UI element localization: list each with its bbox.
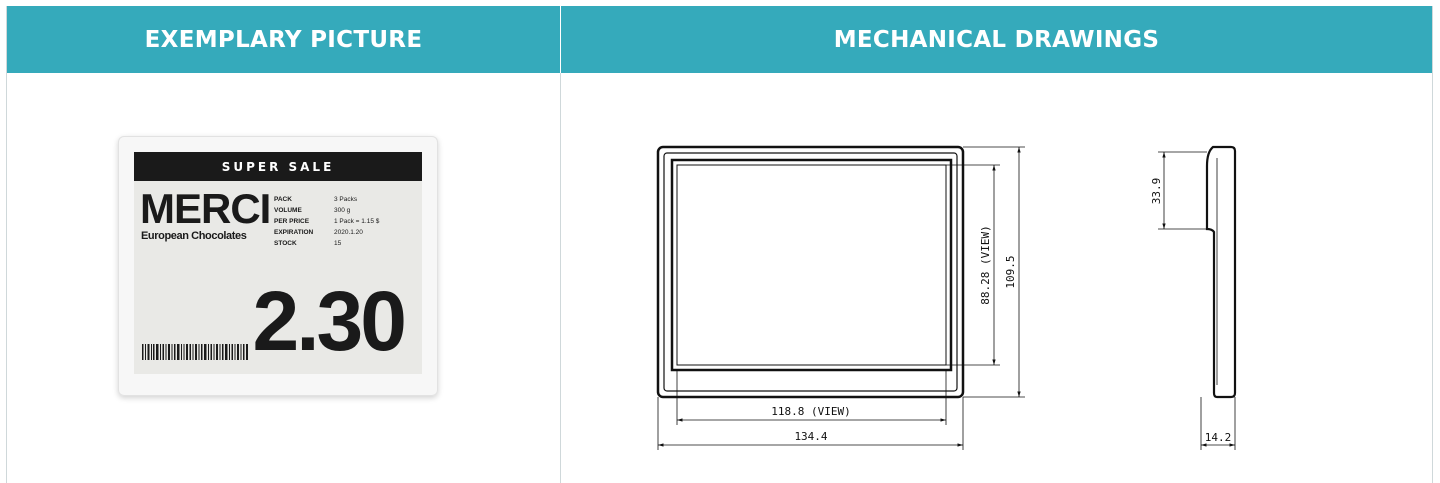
dim-side-top: 33.9	[1150, 178, 1163, 205]
exemplary-picture: SUPER SALE MERCI European Chocolates PAC…	[118, 136, 438, 396]
product-table: EXEMPLARY PICTURE MECHANICAL DRAWINGS	[6, 6, 1433, 483]
brand-name: MERCI	[140, 185, 271, 232]
dim-total-width: 134.4	[794, 430, 827, 443]
mechanical-drawing: 118.8 (VIEW) 134.4 88.28 (VIEW) 109.5 33…	[656, 145, 1237, 450]
spec-row: PER PRICE 1 Pack = 1.15 $	[274, 216, 414, 227]
spec-value: 1 Pack = 1.15 $	[334, 218, 380, 225]
spec-value: 300 g	[334, 207, 351, 214]
sub-brand: European Chocolates	[141, 230, 247, 242]
header-exemplary-picture: EXEMPLARY PICTURE	[7, 6, 561, 73]
spec-table: PACK 3 Packs VOLUME 300 g PER PRICE 1 Pa…	[274, 194, 414, 249]
spec-key: VOLUME	[274, 207, 302, 214]
spec-row: PACK 3 Packs	[274, 194, 414, 205]
column-divider	[560, 73, 561, 483]
header-mechanical-drawings: MECHANICAL DRAWINGS	[833, 26, 1160, 53]
spec-key: PER PRICE	[274, 218, 310, 225]
spec-value: 2020.1.20	[334, 229, 363, 236]
price: 2.30	[252, 274, 407, 368]
spec-key: STOCK	[274, 240, 297, 247]
spec-value: 15	[334, 240, 342, 247]
dim-total-height: 109.5	[1004, 255, 1017, 288]
dim-view-width: 118.8 (VIEW)	[771, 405, 850, 418]
barcode-icon	[142, 344, 248, 360]
side-dimensions	[1158, 151, 1236, 450]
spec-row: STOCK 15	[274, 238, 414, 249]
spec-row: EXPIRATION 2020.1.20	[274, 227, 414, 238]
front-dimensions	[657, 146, 1025, 450]
spec-key: PACK	[274, 196, 292, 203]
header-row: EXEMPLARY PICTURE MECHANICAL DRAWINGS	[7, 6, 1432, 73]
spec-value: 3 Packs	[334, 196, 358, 203]
side-view	[1205, 145, 1237, 399]
dim-view-height: 88.28 (VIEW)	[979, 225, 992, 304]
sale-banner: SUPER SALE	[134, 152, 422, 181]
label-screen: SUPER SALE MERCI European Chocolates PAC…	[134, 152, 422, 374]
spec-row: VOLUME 300 g	[274, 205, 414, 216]
front-view	[656, 145, 965, 399]
spec-key: EXPIRATION	[274, 229, 314, 236]
dim-side-depth: 14.2	[1205, 431, 1232, 444]
